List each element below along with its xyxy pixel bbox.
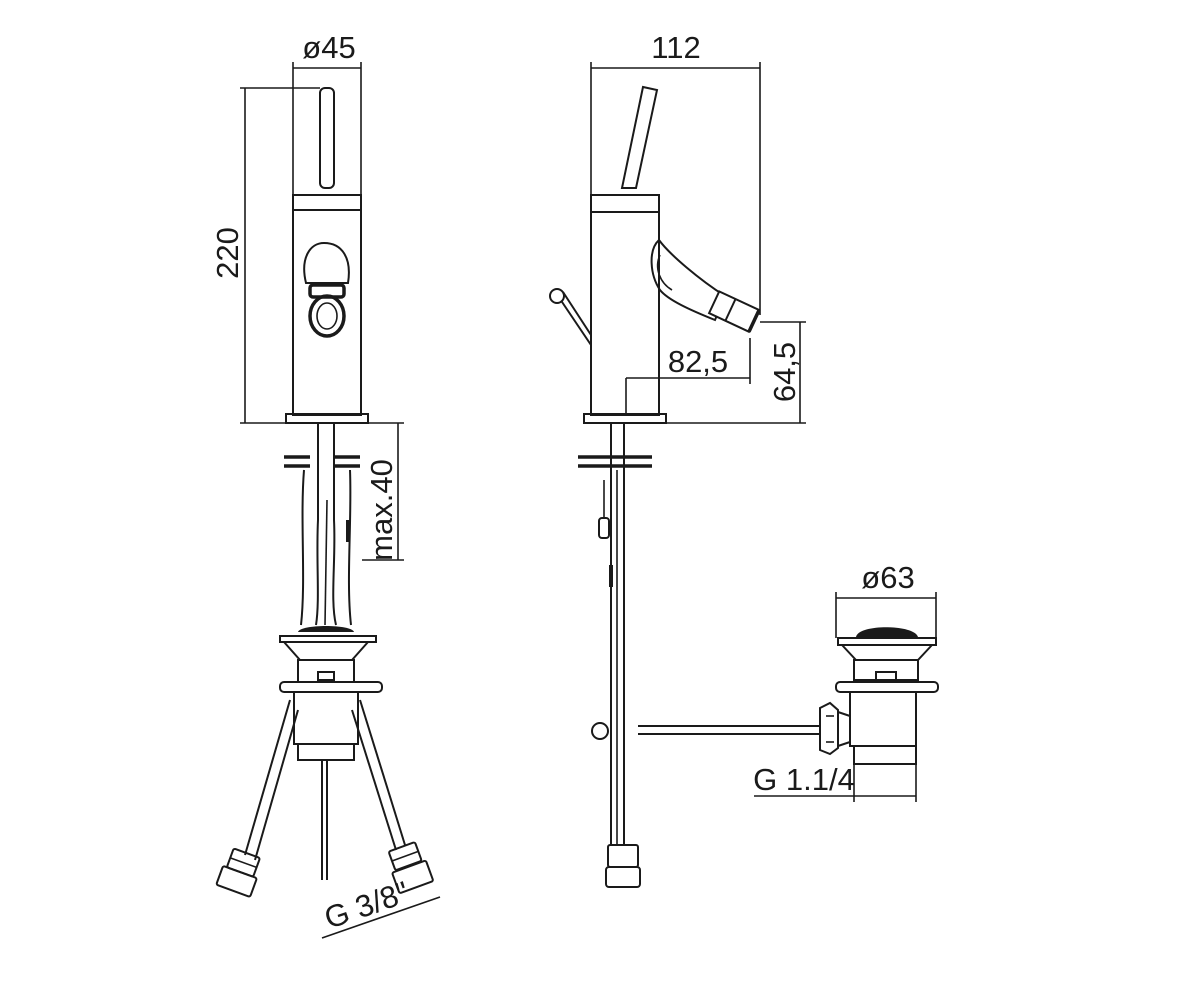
front-view bbox=[215, 87, 434, 898]
dim-spout-reach: 82,5 bbox=[668, 344, 728, 379]
side-rod-clip-2 bbox=[609, 565, 613, 587]
side-lever bbox=[620, 85, 659, 189]
waste-neck bbox=[841, 644, 933, 661]
front-aerator-inner bbox=[316, 302, 338, 330]
side-body bbox=[590, 194, 660, 416]
side-nozzle bbox=[707, 290, 761, 334]
waste-body bbox=[849, 691, 917, 747]
dim-side-width: 112 bbox=[651, 30, 700, 65]
waste-detail bbox=[819, 627, 939, 765]
front-hose-right bbox=[347, 469, 352, 626]
waste-lateral-boss bbox=[837, 711, 851, 747]
side-popup-knob bbox=[549, 288, 565, 304]
front-hose-left-lower bbox=[244, 699, 291, 856]
front-waste-washer bbox=[279, 681, 383, 693]
front-body bbox=[292, 194, 362, 416]
front-rod-clip bbox=[346, 520, 350, 542]
side-dimensions: 112 82,5 64,5 bbox=[590, 30, 806, 424]
side-deck-washers bbox=[578, 455, 652, 468]
front-hose-right-lower bbox=[359, 699, 406, 846]
dim-waste-diameter: ø63 bbox=[861, 560, 914, 595]
front-aerator bbox=[308, 294, 346, 338]
front-spout bbox=[303, 241, 350, 284]
front-waste-nut-top bbox=[317, 671, 335, 681]
waste-body-lower bbox=[853, 745, 917, 765]
side-popup-rod-b bbox=[562, 291, 592, 336]
front-deck-washers bbox=[284, 455, 360, 468]
front-base-plate bbox=[285, 413, 369, 424]
front-lever bbox=[319, 87, 335, 189]
dim-max-thickness: max.40 bbox=[364, 459, 399, 561]
waste-lateral-nut bbox=[819, 701, 839, 756]
side-popup-rod bbox=[557, 295, 592, 346]
side-hose-fitting-nut bbox=[605, 866, 641, 888]
front-dimensions: ø45 220 max.40 G 3/8" bbox=[210, 30, 441, 939]
front-waste-flange bbox=[279, 635, 377, 643]
dim-hose-thread: G 3/8" bbox=[320, 874, 413, 935]
side-spout bbox=[650, 238, 727, 322]
dim-front-diameter: ø45 bbox=[302, 30, 355, 65]
waste-collar-nut bbox=[875, 671, 897, 681]
side-hose-fitting bbox=[607, 844, 639, 868]
hose-fitting-left bbox=[215, 847, 261, 898]
front-hose-left bbox=[300, 469, 305, 626]
side-pivot-knob bbox=[591, 722, 609, 740]
front-waste-neck bbox=[283, 641, 369, 661]
front-hose-left-inner bbox=[315, 519, 319, 626]
waste-plug bbox=[856, 627, 918, 637]
front-hose-right-inner bbox=[332, 519, 337, 626]
dim-waste-thread: G 1.1/4 bbox=[753, 762, 855, 797]
waste-washer bbox=[835, 681, 939, 693]
front-pop-rod bbox=[324, 499, 328, 626]
dim-height: 220 bbox=[210, 227, 245, 279]
waste-flange bbox=[837, 637, 937, 646]
side-spout-inner bbox=[656, 254, 673, 291]
front-hose-left-lower-b bbox=[254, 709, 299, 861]
hose-fitting-right bbox=[388, 841, 434, 894]
front-waste-top bbox=[298, 626, 354, 632]
side-view bbox=[549, 85, 820, 888]
waste-collar bbox=[853, 659, 919, 681]
front-waste-bottom bbox=[297, 743, 355, 761]
side-rod-clip bbox=[598, 517, 610, 539]
front-hose-right-lower-b bbox=[351, 709, 397, 851]
waste-dimensions: ø63 G 1.1/4 bbox=[753, 560, 937, 802]
dim-spout-height: 64,5 bbox=[767, 342, 802, 402]
front-waste-body bbox=[293, 691, 359, 745]
